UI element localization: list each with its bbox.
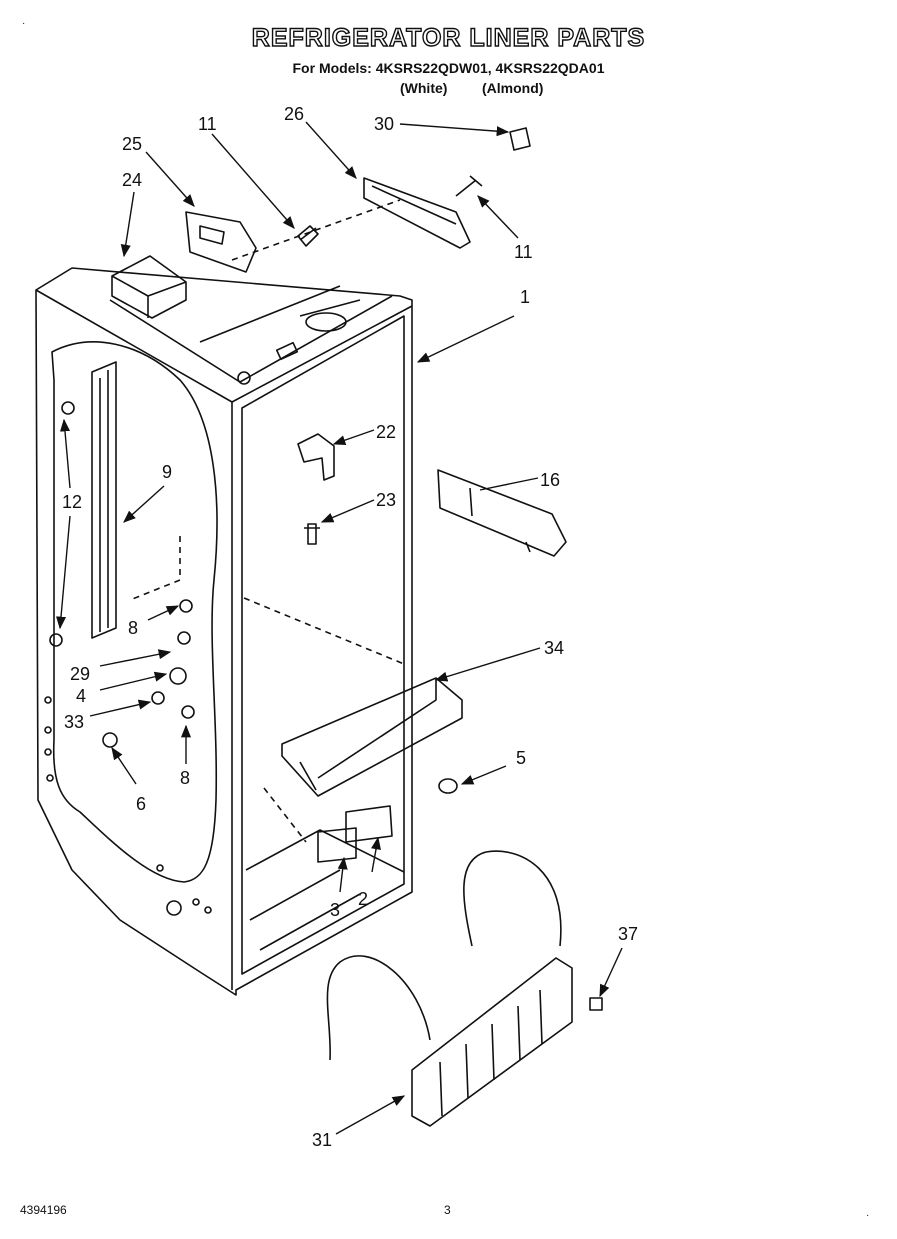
callout-24: 24 [122, 170, 142, 190]
callout-labels: 1 2 3 4 5 6 8 8 9 11 11 12 16 22 23 24 2… [62, 104, 638, 1150]
leader-33 [89, 699, 152, 717]
liner-top-panel [109, 285, 393, 383]
top-vent-oval [305, 312, 347, 332]
leader-9 [123, 485, 165, 523]
leader-30 [399, 123, 510, 137]
document-number: 4394196 [20, 1203, 67, 1217]
leader-34 [434, 647, 541, 682]
models-line: For Models: 4KSRS22QDW01, 4KSRS22QDA01 [292, 60, 605, 76]
part-24-housing [111, 255, 187, 319]
callout-9: 9 [162, 462, 172, 482]
part-11-screw-a [297, 225, 319, 247]
leader-16 [479, 477, 539, 491]
part-34-support [281, 677, 463, 797]
leader-12b [55, 515, 71, 630]
leader-5 [460, 765, 507, 785]
callout-4: 4 [76, 686, 86, 706]
variant-almond-label: (Almond) [482, 80, 544, 96]
callout-37: 37 [618, 924, 638, 944]
leader-4 [99, 671, 168, 691]
left-wall-inner [51, 341, 218, 883]
callout-6: 6 [136, 794, 146, 814]
part-37-screw [589, 997, 603, 1011]
leader-11a [211, 133, 295, 229]
part-3-bracket [317, 827, 357, 863]
callout-16: 16 [540, 470, 560, 490]
leader-11b [477, 195, 519, 239]
leader-25 [145, 151, 195, 207]
corner-mark-bottom-right: · [866, 1210, 870, 1221]
construction-lines [129, 199, 405, 843]
variant-white-label: (White) [400, 80, 448, 96]
part-31-wire-a [326, 955, 431, 1061]
callout-25: 25 [122, 134, 142, 154]
part-31-wire-b [463, 850, 562, 947]
part-5-washer [438, 778, 458, 794]
callout-8-upper: 8 [128, 618, 138, 638]
part-30-clip [509, 127, 531, 151]
leader-29 [99, 649, 172, 667]
liner-drawing [35, 127, 603, 1127]
callout-5: 5 [516, 748, 526, 768]
part-23-screw [304, 523, 320, 545]
liner-front-opening [241, 315, 405, 975]
leader-12a [59, 418, 71, 489]
page-title: REFRIGERATOR LINER PARTS [251, 23, 646, 52]
part-2-bracket [345, 805, 393, 843]
part-11-screw-b [455, 175, 483, 197]
part-31-heater-pad [411, 957, 573, 1127]
leader-24 [120, 191, 135, 258]
callout-30: 30 [374, 114, 394, 134]
leader-6 [111, 746, 137, 785]
part-25-bracket [185, 211, 257, 273]
callout-22: 22 [376, 422, 396, 442]
callout-2: 2 [358, 889, 368, 909]
page-number: 3 [444, 1203, 451, 1217]
leader-2 [371, 836, 381, 873]
liner-floor [245, 829, 405, 951]
top-vent-rect [275, 341, 299, 361]
top-hole [237, 371, 251, 385]
callout-26: 26 [284, 104, 304, 124]
side-holes [44, 696, 212, 916]
callout-33: 33 [64, 712, 84, 732]
part-22-bracket [297, 433, 335, 481]
leader-1 [416, 315, 515, 363]
callout-11-lower: 11 [514, 242, 533, 262]
leader-23 [320, 499, 375, 523]
callout-8-lower: 8 [180, 768, 190, 788]
part-16-channel [437, 469, 567, 557]
callout-1: 1 [520, 287, 530, 307]
leader-31 [335, 1095, 406, 1135]
callout-leaders [55, 121, 623, 1135]
leader-26 [305, 121, 357, 179]
leader-3 [337, 856, 348, 893]
callout-12: 12 [62, 492, 82, 512]
part-31-pad-ribs [439, 989, 543, 1117]
callout-29: 29 [70, 664, 90, 684]
liner-shell [35, 267, 413, 996]
rail-part-9 [91, 361, 117, 639]
part-26-rail [363, 177, 471, 249]
leader-37 [599, 947, 623, 998]
leader-22 [332, 429, 375, 446]
callout-23: 23 [376, 490, 396, 510]
callout-11-upper: 11 [198, 114, 217, 134]
callout-31: 31 [312, 1130, 332, 1150]
leader-8a [147, 605, 180, 621]
callout-3: 3 [330, 900, 340, 920]
small-hardware [49, 401, 195, 748]
callout-34: 34 [544, 638, 564, 658]
corner-mark-top-left: · [22, 18, 26, 29]
